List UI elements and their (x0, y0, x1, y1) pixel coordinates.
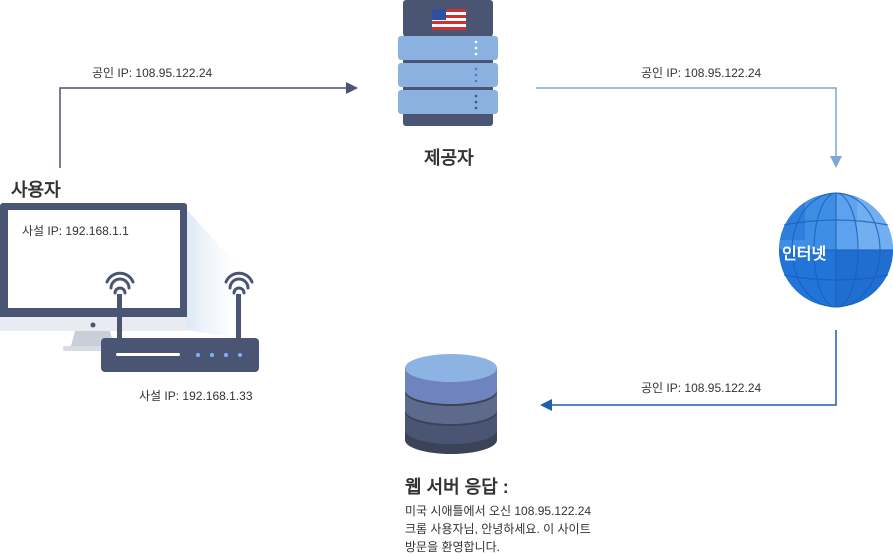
us-flag-icon (432, 9, 466, 30)
internet-title: 인터넷 (782, 246, 827, 263)
response-line: 방문을 환영합니다. (405, 540, 500, 554)
web-server-title: 웹 서버 응답 : (405, 477, 509, 497)
monitor-icon (0, 203, 250, 351)
arrow-provider-to-internet (536, 87, 842, 168)
arrow-user-to-provider (59, 82, 358, 168)
arrow-internet-to-server (540, 330, 837, 411)
provider-public-ip-label: 공인 IP: 108.95.122.24 (641, 66, 762, 80)
provider-server-icon (398, 0, 498, 126)
provider-title: 제공자 (424, 148, 474, 168)
wifi-icon-left (105, 271, 135, 295)
user-title: 사용자 (11, 180, 61, 200)
web-server-response: 미국 시애틀에서 오신 108.95.122.24 크롬 사용자님, 안녕하세요… (405, 502, 645, 556)
response-line: 크롬 사용자님, 안녕하세요. 이 사이트 (405, 522, 591, 536)
router-private-ip-label: 사설 IP: 192.168.1.33 (139, 389, 253, 403)
monitor-private-ip-label: 사설 IP: 192.168.1.1 (22, 224, 129, 238)
wifi-icon-right (224, 271, 254, 295)
database-icon (405, 354, 497, 454)
router-icon (101, 271, 259, 372)
internet-public-ip-label: 공인 IP: 108.95.122.24 (641, 381, 762, 395)
response-line: 미국 시애틀에서 오신 108.95.122.24 (405, 504, 592, 518)
user-public-ip-label: 공인 IP: 108.95.122.24 (92, 66, 213, 80)
